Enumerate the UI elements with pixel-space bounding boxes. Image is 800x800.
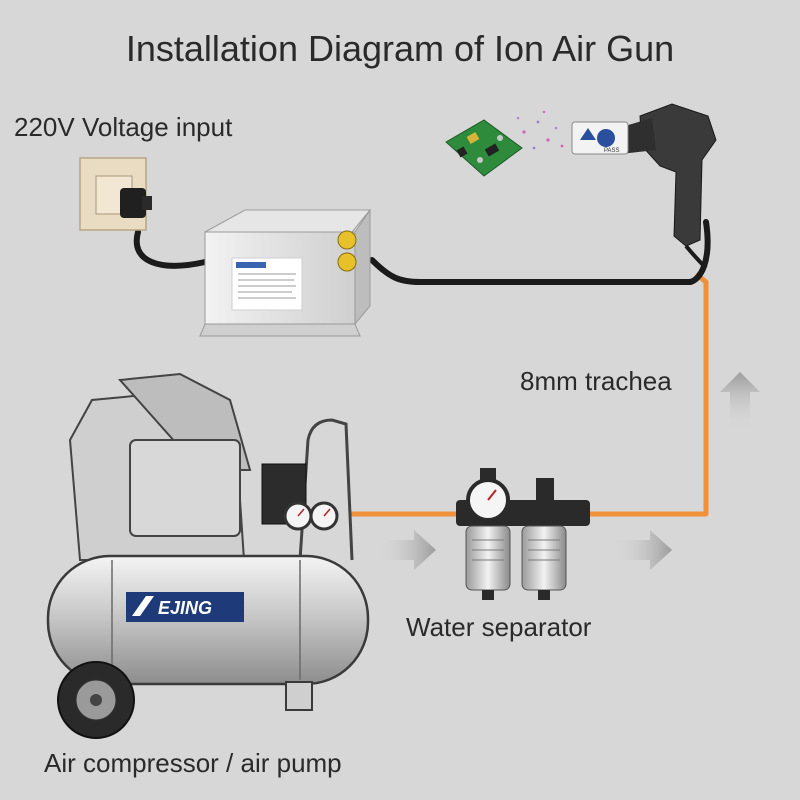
voltage-input-label: 220V Voltage input <box>14 112 233 142</box>
power-supply-box <box>199 208 372 337</box>
air-compressor: EJING <box>46 372 370 739</box>
ion-spray <box>516 110 564 150</box>
trachea-label: 8mm trachea <box>520 366 672 396</box>
ion-air-gun: PASS <box>571 103 717 270</box>
gun-tag: PASS <box>604 148 620 154</box>
wall-socket <box>79 157 152 231</box>
flow-arrow-right-2 <box>612 530 672 570</box>
compressor-logo: EJING <box>158 598 212 618</box>
compressor-label: Air compressor / air pump <box>44 748 342 778</box>
water-separator-label: Water separator <box>406 612 592 642</box>
flow-arrow-up <box>720 372 760 430</box>
circuit-board <box>445 119 523 177</box>
water-separator <box>456 468 590 600</box>
flow-arrow-right-1 <box>376 530 436 570</box>
power-cable <box>133 219 711 285</box>
page-title: Installation Diagram of Ion Air Gun <box>125 28 675 69</box>
